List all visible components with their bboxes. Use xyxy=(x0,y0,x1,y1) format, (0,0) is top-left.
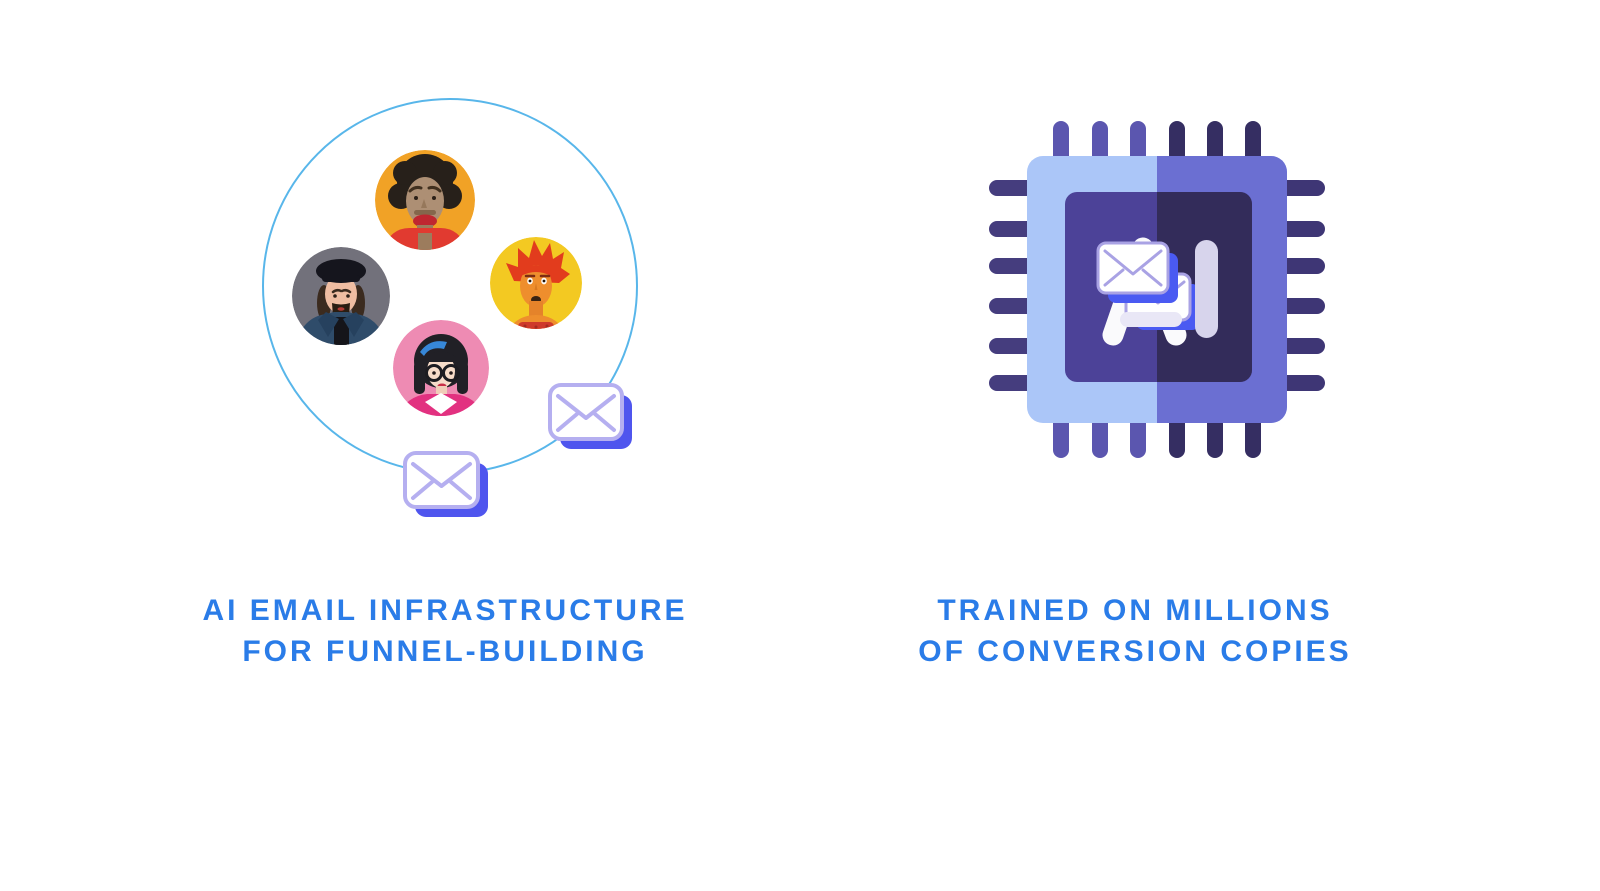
chip-pins-left xyxy=(989,180,1037,391)
caption-line-1: AI EMAIL INFRASTRUCTURE xyxy=(202,594,688,627)
chip-pins-top xyxy=(1053,121,1261,167)
feature-trained-on-conversion-copies: TRAINED ON MILLIONS OF CONVERSION COPIES xyxy=(880,85,1390,672)
avatar-person-spiky-hair-icon xyxy=(490,237,582,329)
caption-line-1: TRAINED ON MILLIONS xyxy=(937,594,1333,627)
caption-line-2: OF CONVERSION COPIES xyxy=(918,635,1352,668)
avatar-man-afro-icon xyxy=(375,150,475,250)
chip-pins-right xyxy=(1277,180,1325,391)
cpu-chip-icon xyxy=(989,121,1325,458)
letter-a-crossbar xyxy=(1120,312,1182,327)
letter-i-bar xyxy=(1195,240,1218,338)
audience-circle-illustration xyxy=(190,85,700,590)
caption-line-2: FOR FUNNEL-BUILDING xyxy=(242,635,648,668)
feature-ai-email-infrastructure: AI EMAIL INFRASTRUCTURE FOR FUNNEL-BUILD… xyxy=(190,85,700,672)
feature-caption: AI EMAIL INFRASTRUCTURE FOR FUNNEL-BUILD… xyxy=(190,590,700,672)
envelope-icon xyxy=(403,451,488,517)
ai-chip-illustration xyxy=(880,85,1390,590)
feature-caption: TRAINED ON MILLIONS OF CONVERSION COPIES xyxy=(880,590,1390,672)
avatar-man-beret-icon xyxy=(292,247,390,345)
avatar-woman-glasses-icon xyxy=(393,320,489,416)
envelope-icon xyxy=(548,383,632,449)
chip-pins-bottom xyxy=(1053,412,1261,458)
